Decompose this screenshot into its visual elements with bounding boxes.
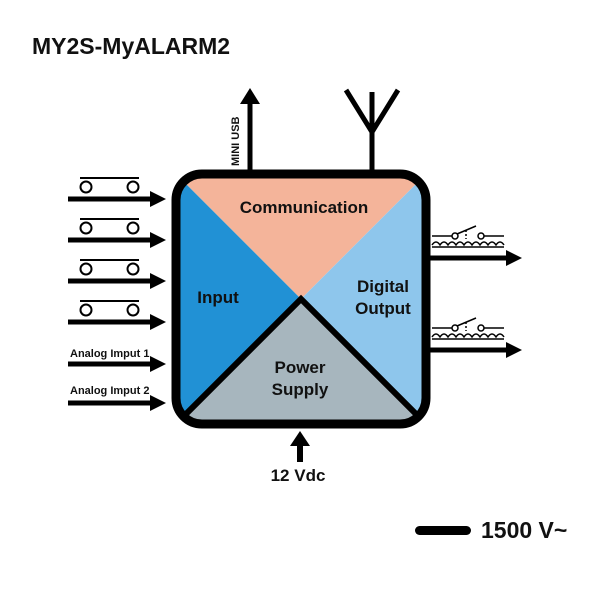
diagram-title: MY2S-MyALARM2 <box>32 33 230 59</box>
antenna-icon <box>343 88 401 170</box>
relay-switch-icon <box>431 225 505 248</box>
digital-output-label-line2: Output <box>355 299 411 318</box>
contact-input-1 <box>68 177 166 207</box>
power-supply-label-line1: Power <box>274 358 325 377</box>
dry-contact-icon <box>79 177 140 194</box>
dry-contact-icon <box>79 300 140 317</box>
dry-contact-icon <box>79 218 140 235</box>
mini-usb-arrow <box>240 88 260 170</box>
power-supply-label-line2: Supply <box>272 380 329 399</box>
contact-input-2 <box>68 218 166 248</box>
relay-switch-icon <box>431 317 505 340</box>
contact-input-4 <box>68 300 166 330</box>
relay-output-1 <box>430 225 522 266</box>
power-input-label: 12 Vdc <box>271 466 326 485</box>
analog-input-1-arrow <box>68 356 166 372</box>
input-section <box>176 174 301 424</box>
power-divider-line <box>176 294 426 424</box>
relay-output-2 <box>430 317 522 358</box>
mini-usb-label: MINI USB <box>230 116 242 166</box>
digital-output-section <box>301 174 426 424</box>
analog-input-2-label: Analog Imput 2 <box>70 385 149 397</box>
dry-contact-icon <box>79 259 140 276</box>
power-input-arrow <box>290 431 310 462</box>
digital-output-label-line1: Digital <box>357 277 409 296</box>
contact-input-3 <box>68 259 166 289</box>
power-supply-section <box>176 299 426 424</box>
analog-input-1-label: Analog Imput 1 <box>70 348 149 360</box>
isolation-label: 1500 V~ <box>481 517 567 543</box>
analog-input-2-arrow <box>68 395 166 411</box>
communication-label: Communication <box>240 198 368 217</box>
communication-section <box>176 174 426 299</box>
main-block-outline <box>171 169 431 429</box>
input-label: Input <box>197 288 239 307</box>
isolation-bar-icon <box>415 526 471 535</box>
main-block <box>176 174 426 424</box>
